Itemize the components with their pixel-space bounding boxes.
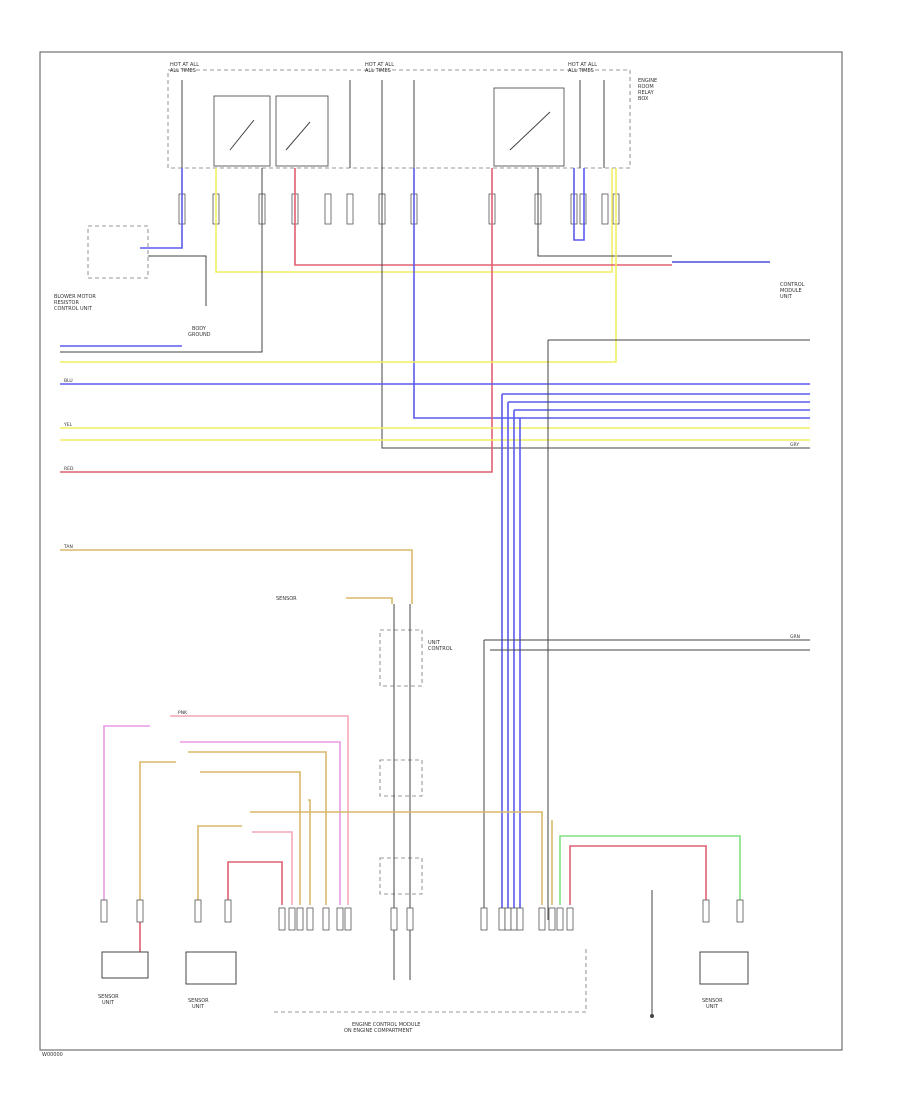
wire-gray-right	[537, 168, 672, 257]
device-left-label-1: SENSOR	[98, 994, 119, 1000]
fuse-label-3: HOT AT ALL	[568, 62, 597, 68]
right-mod-label-3: UNIT	[780, 294, 793, 300]
fuse-label-2b: ALL TIMES	[365, 68, 391, 74]
bottom-connectors	[100, 899, 744, 931]
wire-pink-1	[103, 725, 150, 905]
device-right-label-2: UNIT	[706, 1004, 719, 1010]
wire-green	[559, 835, 741, 905]
ground-br-terminal	[650, 1014, 654, 1018]
wire-pink-2	[170, 715, 349, 905]
wire-tan-mid	[346, 597, 393, 604]
wire-blue-verticals	[501, 394, 521, 920]
mid-gray-right	[483, 639, 810, 920]
wire-blue-left	[140, 168, 183, 249]
ecm-outline	[274, 946, 587, 1013]
left-label-3: CONTROL UNIT	[54, 306, 93, 312]
wire-label-grn: GRN	[790, 634, 800, 640]
wire-blue-center	[413, 168, 810, 419]
wire-blue-bundle-2	[502, 393, 810, 411]
left-ground-wire	[148, 255, 207, 306]
fuse-label-2: HOT AT ALL	[365, 62, 394, 68]
device-left	[101, 951, 149, 979]
wire-gray-right-side	[547, 339, 810, 920]
wire-label-gry: GRY	[790, 442, 799, 448]
wire-red-br	[569, 845, 707, 905]
device-mid-label-2: UNIT	[192, 1004, 205, 1010]
wire-gray-mid	[60, 168, 263, 353]
device-right	[699, 951, 749, 985]
diagram-frame	[39, 51, 843, 1051]
wire-tan-5	[308, 799, 311, 905]
mid-module-3	[379, 857, 423, 895]
fuse-label-1: HOT AT ALL	[170, 62, 199, 68]
ecm-label-1: ENGINE CONTROL MODULE	[352, 1022, 420, 1028]
mid-module-2	[379, 759, 423, 797]
left-label-2: RESISTOR	[54, 300, 79, 306]
left-switch-box	[87, 225, 149, 279]
wire-label-blu: BLU	[64, 378, 73, 384]
device-right-label-1: SENSOR	[702, 998, 723, 1004]
wire-red-bottom	[139, 861, 283, 960]
relay-box-outline	[167, 69, 631, 169]
wire-label-tan: TAN	[63, 544, 73, 550]
wire-label-red: RED	[64, 466, 74, 472]
wire-pink-3	[252, 831, 293, 905]
device-mid	[185, 951, 237, 985]
relay-switch-1	[229, 111, 551, 151]
mid-sensor-label: SENSOR	[276, 596, 297, 602]
device-mid-label-1: SENSOR	[188, 998, 209, 1004]
top-connectors	[178, 193, 620, 225]
box-label-1: ENGINE	[638, 78, 657, 84]
wire-tan-4	[200, 771, 301, 905]
footer-code: W00000	[42, 1052, 63, 1058]
wire-violet-1	[180, 741, 341, 905]
mid-label-1: UNIT	[428, 640, 441, 646]
fuse-symbols	[181, 80, 605, 168]
fuse-label-3b: ALL TIMES	[568, 68, 594, 74]
device-left-label-2: UNIT	[102, 1000, 115, 1006]
wire-tan-long	[60, 549, 413, 604]
wire-red-right	[60, 168, 493, 473]
wire-yellow-long	[60, 168, 617, 363]
wire-tan-3	[197, 811, 543, 905]
left-label-1: BLOWER MOTOR	[54, 294, 96, 300]
box-label-2: ROOM	[638, 84, 654, 90]
wire-gray-center	[381, 168, 810, 449]
wire-blue-loop	[573, 168, 585, 241]
wire-label-yel: YEL	[63, 422, 73, 428]
relay-3	[493, 87, 565, 167]
wire-red-top	[294, 168, 672, 266]
relay-1	[213, 95, 271, 167]
ecm-label-2: ON ENGINE COMPARTMENT	[344, 1028, 413, 1034]
wire-tan-2	[139, 751, 327, 905]
ground-label-1: BODY	[192, 326, 207, 332]
right-mod-label-1: CONTROL	[780, 282, 805, 288]
wire-label-pnk: PNK	[178, 710, 188, 716]
right-mod-label-2: MODULE	[780, 288, 802, 294]
wire-yellow-bundle	[60, 427, 810, 441]
box-label-4: BOX	[638, 96, 649, 102]
mid-label-2: CONTROL	[428, 646, 453, 652]
box-label-3: RELAY	[638, 90, 655, 96]
ground-label-2: GROUND	[188, 332, 211, 338]
fuse-label-1b: ALL TIMES	[170, 68, 196, 74]
mid-module-1	[379, 629, 423, 687]
